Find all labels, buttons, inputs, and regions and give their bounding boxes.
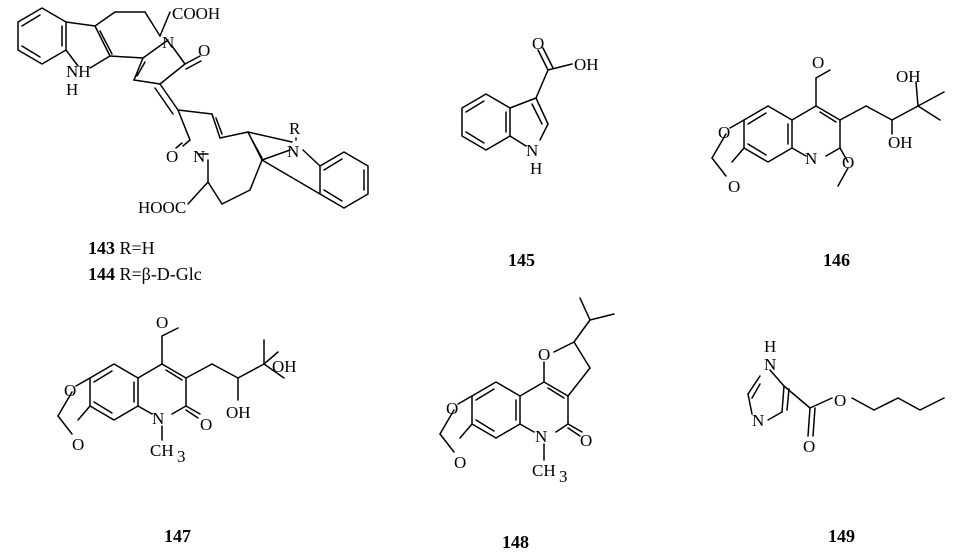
label-149-n: N xyxy=(752,411,764,430)
label-143-r: R xyxy=(289,119,301,138)
compound-number-148: 148 xyxy=(502,532,529,552)
label-149-o2: O xyxy=(803,437,815,456)
label-149-h: H xyxy=(764,337,776,356)
label-146-o2: O xyxy=(842,153,854,172)
label-147-o2: O xyxy=(200,415,212,434)
structure-149 xyxy=(747,369,945,437)
compound-label-146: 146 xyxy=(823,250,850,271)
label-143-o1: O xyxy=(198,41,210,60)
label-147-sub3: 3 xyxy=(177,447,186,466)
compound-label-149: 149 xyxy=(828,526,855,547)
compound-substituent-144: R=β-D-Glc xyxy=(119,264,202,284)
compound-label-145: 145 xyxy=(508,250,535,271)
compound-label-143: 143 R=H xyxy=(88,238,155,259)
label-146-oh2: OH xyxy=(888,133,913,152)
label-143-cooh: COOH xyxy=(172,4,220,23)
label-148-o2: O xyxy=(580,431,592,450)
label-143-n2: N xyxy=(287,142,299,161)
label-146-n: N xyxy=(805,149,817,168)
label-147-o3: O xyxy=(64,381,76,400)
label-148-sub3: 3 xyxy=(559,467,568,486)
compound-number-143: 143 xyxy=(88,238,115,258)
label-145-o: O xyxy=(532,34,544,53)
label-147-o1: O xyxy=(156,313,168,332)
compound-label-147: 147 xyxy=(164,526,191,547)
label-145-n: N xyxy=(526,141,538,160)
compound-number-146: 146 xyxy=(823,250,850,270)
label-146-oh1: OH xyxy=(896,67,921,86)
label-145-oh: OH xyxy=(574,55,599,74)
label-143-nh: NH xyxy=(66,62,91,81)
structure-145 xyxy=(461,47,573,151)
compound-substituent-143: R=H xyxy=(119,238,155,258)
label-148-n: N xyxy=(535,427,547,446)
label-143-o2: O xyxy=(166,147,178,166)
label-149-nh: N xyxy=(764,355,776,374)
label-143-n3: N xyxy=(193,147,205,166)
label-147-oh2: OH xyxy=(226,403,251,422)
label-143-h: H xyxy=(66,80,78,99)
structure-146 xyxy=(711,69,945,187)
compound-number-144: 144 xyxy=(88,264,115,284)
label-146-o4: O xyxy=(728,177,740,196)
label-148-o4: O xyxy=(454,453,466,472)
label-143-n1: N xyxy=(162,33,174,52)
structure-148 xyxy=(439,297,615,461)
label-148-o3: O xyxy=(446,399,458,418)
label-148-o1: O xyxy=(538,345,550,364)
compound-number-145: 145 xyxy=(508,250,535,270)
compound-label-148: 148 xyxy=(502,532,529,553)
structure-143-144 xyxy=(17,7,369,209)
label-146-o1: O xyxy=(812,53,824,72)
compound-number-147: 147 xyxy=(164,526,191,546)
label-145-h: H xyxy=(530,159,542,178)
compound-label-144: 144 R=β-D-Glc xyxy=(88,264,202,285)
label-143-hooc: HOOC xyxy=(138,198,186,217)
structure-147 xyxy=(57,327,285,441)
compound-number-149: 149 xyxy=(828,526,855,546)
label-147-ch: CH xyxy=(150,441,174,460)
label-149-o1: O xyxy=(834,391,846,410)
label-146-o3: O xyxy=(718,123,730,142)
label-147-n: N xyxy=(152,409,164,428)
label-148-ch: CH xyxy=(532,461,556,480)
label-147-o4: O xyxy=(72,435,84,454)
label-147-oh1: OH xyxy=(272,357,297,376)
